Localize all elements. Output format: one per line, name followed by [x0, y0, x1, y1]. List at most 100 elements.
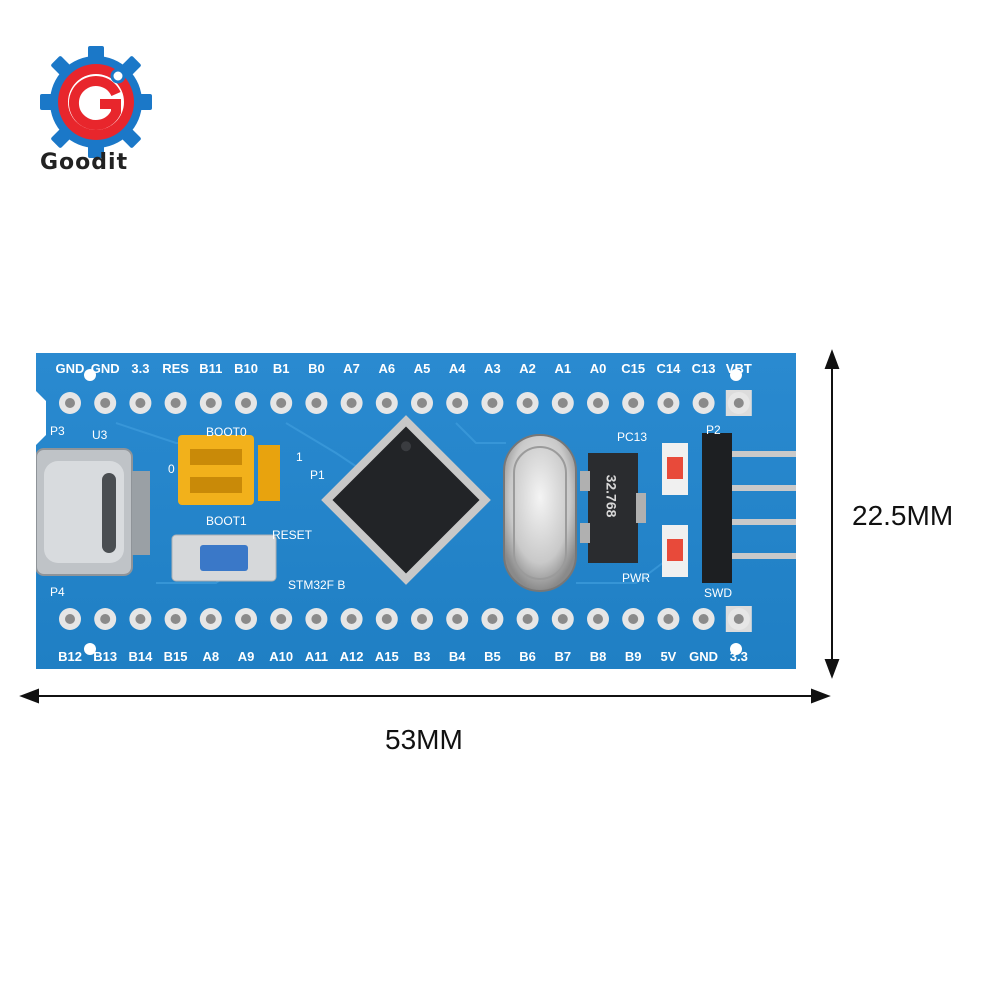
pad-hole — [241, 398, 251, 408]
mounting-hole — [84, 643, 96, 655]
pad-hole — [593, 398, 603, 408]
silk-p2: P2 — [706, 423, 721, 437]
silk-u3: U3 — [92, 428, 108, 442]
pad-hole — [100, 614, 111, 624]
pin-label: B14 — [128, 649, 153, 664]
pin-label: VBT — [725, 361, 752, 376]
pad-hole — [311, 614, 322, 624]
height-dimension-label: 22.5MM — [852, 500, 954, 531]
pin-label: GND — [55, 361, 85, 376]
pin-label: 5V — [660, 649, 677, 664]
pin-label: RES — [162, 361, 189, 376]
pin-label: A1 — [554, 361, 572, 376]
pad-hole — [593, 614, 603, 624]
brand-name: Goodit — [40, 150, 129, 175]
silk-swd: SWD — [704, 586, 732, 600]
pad-hole — [311, 398, 322, 408]
silk-p3: P3 — [50, 424, 65, 438]
pin-label: A3 — [484, 361, 501, 376]
mounting-hole — [730, 369, 742, 381]
pad-hole — [381, 398, 392, 408]
pad-hole — [135, 614, 146, 624]
pad-hole — [205, 398, 216, 408]
pad-hole — [417, 614, 427, 624]
pin-label: A10 — [269, 649, 294, 664]
pin-label: A11 — [304, 649, 328, 664]
pin-label: B10 — [234, 361, 258, 376]
silk-p1: P1 — [310, 468, 325, 482]
pad-hole — [663, 398, 674, 408]
pin-label: B3 — [413, 649, 431, 664]
pin-label: B1 — [272, 361, 290, 376]
silk-boot1: BOOT1 — [206, 514, 247, 528]
pad-hole — [522, 614, 533, 624]
pad-hole — [557, 398, 568, 408]
pin-label: A9 — [237, 649, 255, 664]
pad-hole — [628, 398, 639, 408]
pin-label: C13 — [691, 361, 716, 376]
pad-hole — [417, 398, 427, 408]
bottom-header — [59, 606, 752, 632]
pad-hole — [135, 398, 146, 408]
pin-label: A0 — [589, 361, 607, 376]
boot-jumpers — [178, 435, 280, 505]
pin-label: A4 — [448, 361, 466, 376]
swd-header — [702, 433, 796, 583]
goodit-logo-icon — [40, 46, 152, 158]
pin-label: A12 — [339, 649, 364, 664]
pin-label: B11 — [199, 361, 223, 376]
pad-hole — [733, 398, 744, 408]
pad-hole — [452, 398, 463, 408]
silk-boot0: BOOT0 — [206, 425, 247, 439]
pin-label: A15 — [374, 649, 399, 664]
reset-button-icon — [171, 534, 277, 582]
width-dimension-label: 53MM — [385, 724, 463, 755]
pad-hole — [663, 614, 674, 624]
pin-label: B6 — [519, 649, 536, 664]
pin-label: C14 — [656, 361, 681, 376]
top-header — [59, 390, 752, 416]
silk-p4: P4 — [50, 585, 65, 599]
pin-label: B12 — [58, 649, 82, 664]
pin-label: B7 — [554, 649, 572, 664]
usb-c-connector-icon — [36, 448, 150, 576]
pin-label: A2 — [519, 361, 536, 376]
pin-label: B4 — [448, 649, 466, 664]
pin-label: GND — [689, 649, 719, 664]
silk-reset: RESET — [272, 528, 313, 542]
pad-hole — [65, 398, 75, 408]
silk-pc13: PC13 — [617, 430, 648, 444]
pad-hole — [557, 614, 568, 624]
pad-hole — [65, 614, 75, 624]
pad-hole — [381, 614, 392, 624]
silk-pwr: PWR — [622, 571, 650, 585]
silk-jumper-one-b: 1 — [296, 450, 303, 464]
pad-hole — [698, 398, 709, 408]
pin-label: B5 — [484, 649, 501, 664]
pad-hole — [205, 614, 216, 624]
pin-label: A7 — [343, 361, 360, 376]
pad-hole — [170, 614, 181, 624]
mounting-hole — [730, 643, 742, 655]
pad-hole — [452, 614, 463, 624]
pad-hole — [628, 614, 639, 624]
stm32-board — [36, 353, 796, 669]
mounting-hole — [84, 369, 96, 381]
pin-label: B13 — [93, 649, 118, 664]
pin-label: B15 — [163, 649, 188, 664]
silk-chip: STM32F B — [288, 578, 346, 592]
silk-jumper-one: 1 — [292, 300, 299, 314]
crystal-oscillator-icon — [503, 434, 577, 592]
pin-label: B8 — [589, 649, 607, 664]
pad-hole — [276, 614, 287, 624]
pad-hole — [170, 398, 181, 408]
pin-label: B0 — [308, 361, 325, 376]
pad-hole — [522, 398, 533, 408]
pad-hole — [346, 398, 357, 408]
pin-label: 3.3 — [729, 649, 748, 664]
pad-hole — [487, 614, 498, 624]
pin-label: 3.3 — [131, 361, 150, 376]
pad-hole — [346, 614, 357, 624]
pin-label: A5 — [413, 361, 431, 376]
pad-hole — [276, 398, 287, 408]
